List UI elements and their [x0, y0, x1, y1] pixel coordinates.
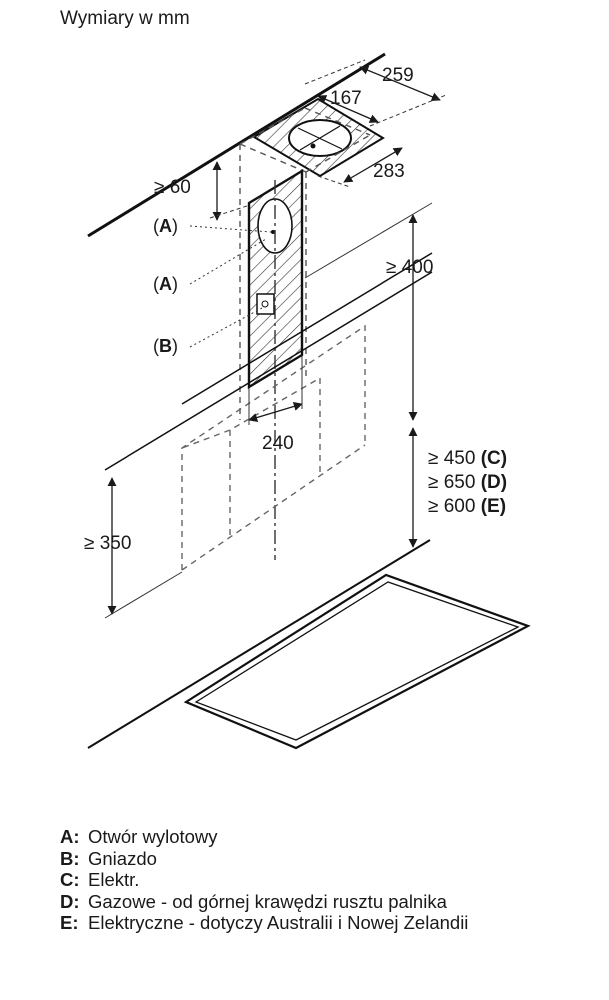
dim-650-text: ≥ 650 (D) — [428, 472, 507, 493]
callout-b: (B) — [153, 336, 178, 356]
legend-text: Elektr. — [88, 869, 140, 890]
legend-item-e: E: Elektryczne - dotyczy Australii i Now… — [60, 912, 580, 934]
legend-key: A: — [60, 826, 80, 847]
leader-b — [189, 307, 263, 348]
leader-a-top — [189, 225, 272, 233]
legend-text: Gniazdo — [88, 847, 157, 869]
callout-a-top: (A) — [153, 216, 178, 236]
legend-item-a: A: Otwór wylotowy — [60, 826, 580, 848]
legend-text: Gazowe - od górnej krawędzi rusztu palni… — [88, 890, 447, 912]
dim-240-text: 240 — [262, 433, 294, 454]
dim-60-text: ≥ 60 — [154, 177, 191, 198]
hood-installation-diagram: 259 167 283 ≥ 60 (A) (A) (B) ≥ 400 240 ≥… — [84, 52, 531, 750]
dim-259-text: 259 — [382, 65, 414, 86]
legend-text: Elektryczne - dotyczy Australii i Nowej … — [88, 912, 469, 933]
legend-text: Otwór wylotowy — [88, 826, 218, 847]
legend-key: B: — [60, 847, 80, 869]
legend-item-d: D: Gazowe - od górnej krawędzi rusztu pa… — [60, 891, 580, 913]
dim-240-line — [248, 402, 303, 422]
socket — [256, 293, 275, 315]
counter-edge — [87, 539, 431, 749]
legend-key: E: — [60, 912, 79, 933]
dim-400-text: ≥ 400 — [386, 257, 433, 278]
dim-283-text: 283 — [373, 161, 405, 182]
legend-item-c: C: Elektr. — [60, 869, 580, 891]
legend-key: D: — [60, 890, 80, 912]
cooktop-inner — [194, 581, 520, 741]
dim-350-text: ≥ 350 — [84, 533, 131, 554]
diagram-title: Wymiary w mm — [60, 8, 190, 29]
callout-a-mid: (A) — [153, 274, 178, 294]
cooktop-outer — [183, 573, 531, 750]
dim-283-line — [343, 147, 403, 183]
legend-key: C: — [60, 869, 80, 890]
dim-167-text: 167 — [330, 88, 362, 109]
dim-450-text: ≥ 450 (C) — [428, 448, 507, 469]
dim-167-line — [317, 95, 379, 123]
wall-line-lower — [104, 271, 433, 471]
legend: A: Otwór wylotowy B: Gniazdo C: Elektr. … — [60, 826, 580, 934]
wall-line-upper — [181, 252, 433, 405]
dim-600-text: ≥ 600 (E) — [428, 496, 506, 517]
ceiling-line — [87, 52, 386, 238]
legend-item-b: B: Gniazdo — [60, 848, 580, 870]
dim-259-line — [359, 65, 441, 102]
